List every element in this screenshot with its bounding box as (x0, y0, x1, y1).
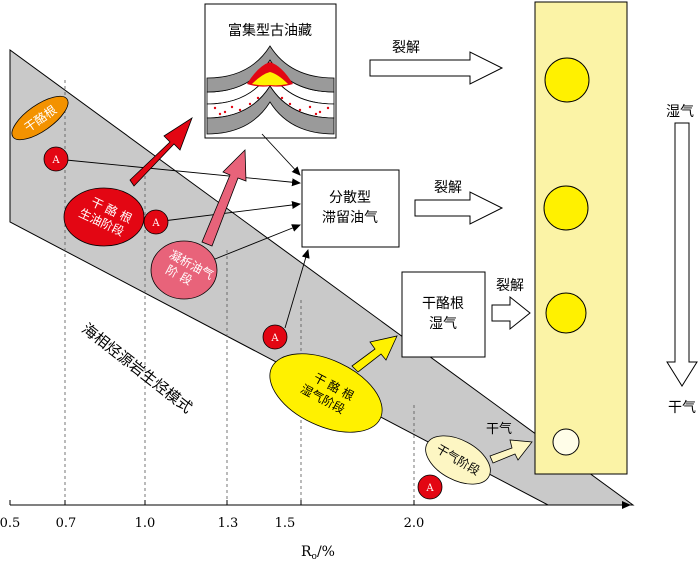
paleo-reservoir-box: 富集型古油藏 (204, 3, 337, 139)
x-tick-2: 1.0 (135, 516, 156, 531)
gas-circle-1 (544, 57, 590, 103)
wet-gas-scale-label: 湿气 (666, 104, 694, 120)
x-tick-1: 0.7 (56, 516, 77, 531)
dispersed-box-line1: 分散型 (329, 190, 371, 206)
stage-condensate: 凝析油气 阶 段 (150, 240, 218, 300)
dry-gas-scale-label: 干气 (668, 400, 696, 416)
cracking-label-1: 裂解 (392, 40, 420, 56)
flow-arrow-a2 (162, 201, 301, 222)
stage-oil-generation: 干 酪 根 生油阶段 (63, 187, 145, 247)
x-tick-5: 2.0 (404, 516, 425, 531)
x-tick-3: 1.3 (218, 516, 239, 531)
x-tick-4: 1.5 (275, 516, 296, 531)
gas-circle-4 (552, 428, 580, 456)
x-axis-label: Ro/% (301, 544, 335, 562)
cracking-arrow-2 (414, 191, 504, 225)
flow-arrow-a3 (284, 249, 310, 329)
gas-circle-2 (543, 185, 589, 231)
x-tick-0: 0.5 (0, 516, 20, 531)
wet-box-line1: 干酪根 (422, 296, 464, 312)
cracking-arrow-3 (491, 295, 531, 331)
right-scale-arrow (666, 122, 698, 387)
flow-arrow-a1 (65, 159, 301, 187)
gas-circle-3 (545, 292, 587, 334)
svg-text:A: A (270, 333, 279, 344)
x-axis: 0.5 0.7 1.0 1.3 1.5 2.0 Ro/% (0, 500, 631, 562)
cracking-label-3: 裂解 (496, 278, 524, 294)
band-label: 海相烃源岩生烃模式 (78, 320, 195, 417)
marker-a-1: A (43, 146, 69, 172)
marker-a-4: A (417, 474, 443, 500)
cracking-arrow-1 (369, 51, 504, 85)
kerogen-wet-gas-box: 干酪根 湿气 (401, 271, 486, 358)
paleo-reservoir-title: 富集型古油藏 (228, 22, 312, 39)
marker-a-3: A (262, 324, 288, 350)
condensate-migration-arrow (201, 149, 247, 247)
wet-box-line2: 湿气 (429, 316, 457, 332)
oil-migration-arrow (129, 117, 193, 187)
cracking-label-2: 裂解 (434, 180, 462, 196)
flow-arrow-reservoir (261, 133, 301, 176)
marker-a-2: A (143, 209, 169, 235)
stage-wet-gas: 干 酪 根 湿气阶段 (269, 353, 383, 433)
dispersed-box-line2: 滞留油气 (322, 210, 378, 226)
stage-dry-gas: 干气阶段 (425, 435, 491, 485)
dispersed-oil-gas-box: 分散型 滞留油气 (301, 169, 400, 248)
wet-gas-migration-arrow (351, 335, 398, 373)
svg-text:A: A (425, 483, 434, 494)
svg-text:A: A (51, 155, 60, 166)
dry-gas-arrow (489, 439, 533, 464)
dry-gas-arrow-label: 干气 (486, 421, 512, 437)
svg-text:A: A (151, 218, 160, 229)
flow-arrow-condensate (209, 224, 301, 262)
